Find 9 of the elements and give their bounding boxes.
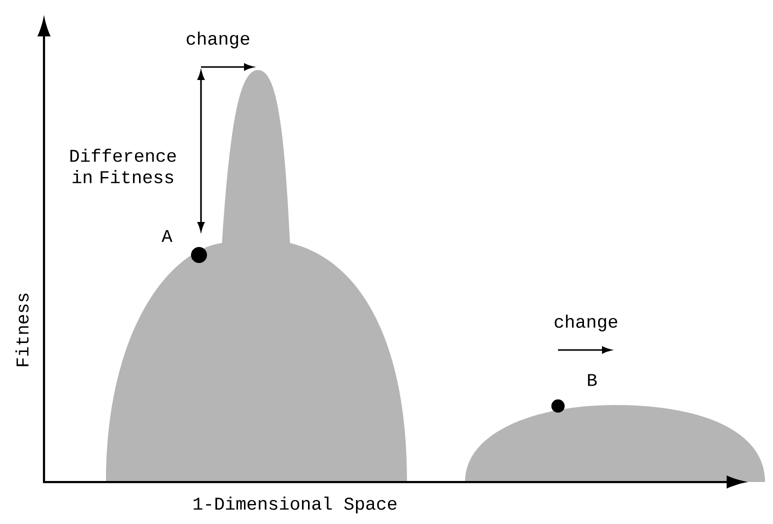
axis-label: Fitness xyxy=(15,294,29,366)
point-label: B xyxy=(588,374,597,386)
annotation-text: Difference in Fitness xyxy=(70,148,176,184)
point-marker xyxy=(551,399,565,413)
annotation-text: change xyxy=(186,32,250,48)
point-label: A xyxy=(162,230,172,242)
axis-label: 1-Dimensional Space xyxy=(194,496,396,514)
point-marker xyxy=(191,247,207,263)
annotation-text: change xyxy=(554,314,618,332)
